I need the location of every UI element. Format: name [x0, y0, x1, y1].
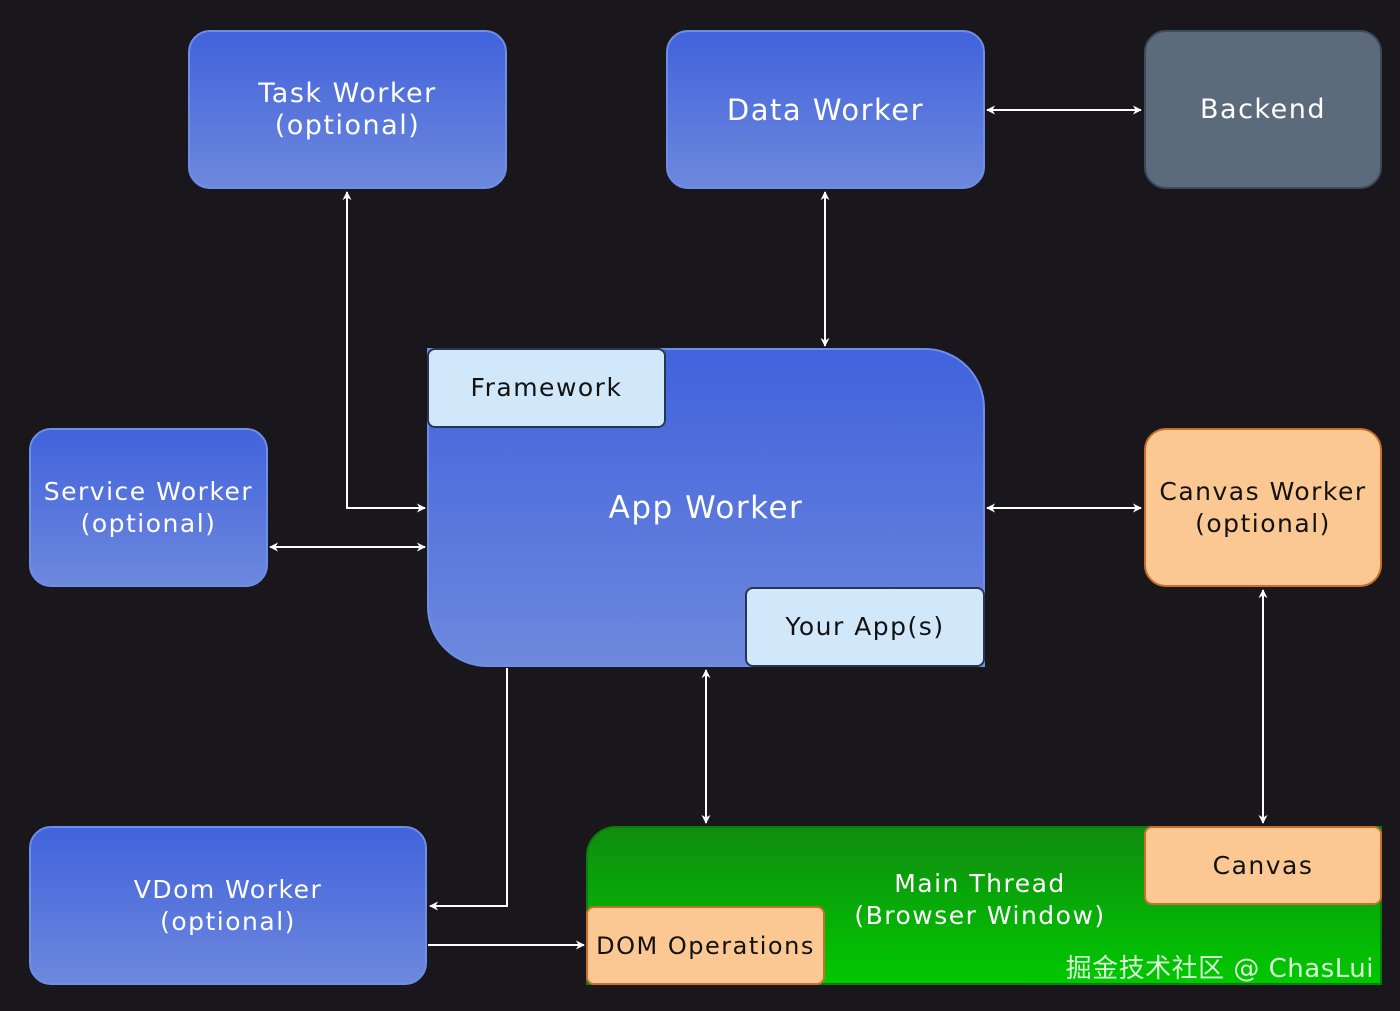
watermark: 掘金技术社区 @ ChasLui — [1065, 954, 1374, 984]
your-apps-node: Your App(s) — [745, 587, 985, 667]
dom-operations-node: DOM Operations — [586, 906, 825, 985]
data-worker-label: Data Worker — [726, 92, 925, 127]
app-worker-label: App Worker — [608, 489, 804, 526]
task-worker-node: Task Worker (optional) — [188, 30, 507, 189]
edge-app-vdom — [429, 668, 508, 911]
edge-task-app — [342, 191, 426, 513]
dom-operations-label: DOM Operations — [596, 931, 815, 960]
backend-label: Backend — [1200, 93, 1326, 125]
data-worker-node: Data Worker — [666, 30, 985, 189]
your-apps-label: Your App(s) — [785, 612, 945, 641]
vdom-worker-node: VDom Worker (optional) — [29, 826, 427, 985]
backend-node: Backend — [1144, 30, 1382, 189]
canvas-label: Canvas — [1212, 850, 1314, 880]
main-thread-label: Main Thread (Browser Window) — [854, 868, 1106, 930]
vdom-worker-label: VDom Worker (optional) — [133, 874, 323, 936]
canvas-node: Canvas — [1144, 826, 1382, 905]
service-worker-node: Service Worker (optional) — [29, 428, 268, 587]
service-worker-label: Service Worker (optional) — [43, 476, 254, 538]
framework-label: Framework — [470, 373, 623, 402]
framework-node: Framework — [427, 348, 666, 428]
canvas-worker-node: Canvas Worker (optional) — [1144, 428, 1382, 587]
canvas-worker-label: Canvas Worker (optional) — [1159, 476, 1367, 538]
task-worker-label: Task Worker (optional) — [258, 77, 437, 141]
